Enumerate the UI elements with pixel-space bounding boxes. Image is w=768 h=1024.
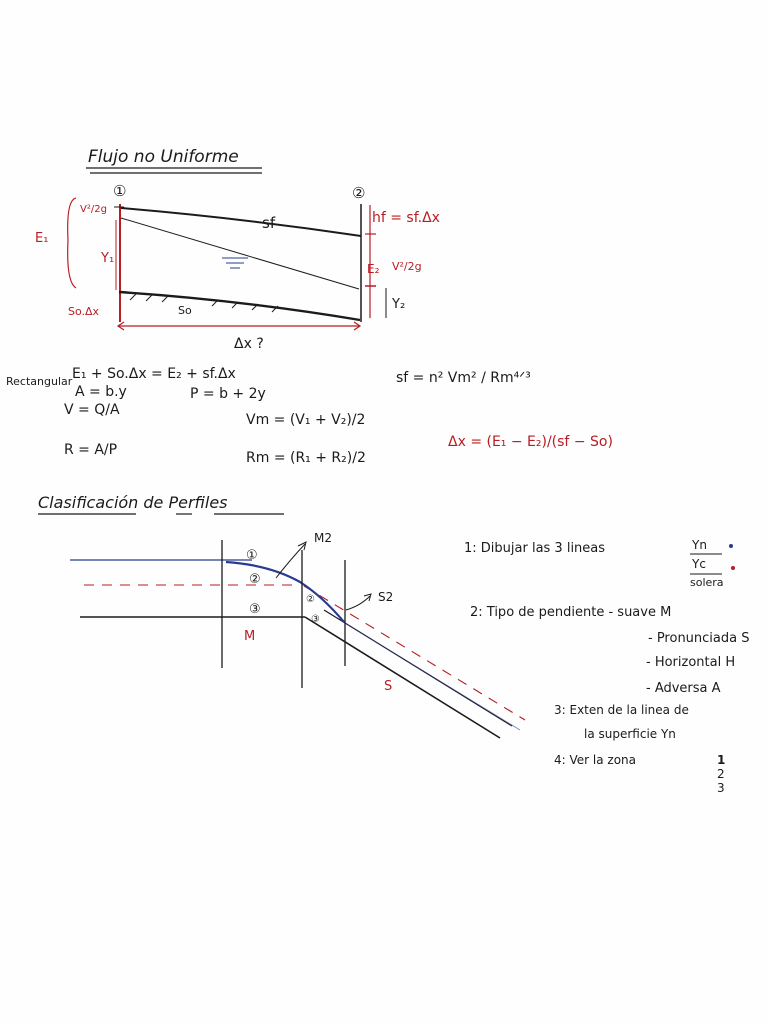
perimeter-equation: P = b + 2y [190,386,266,402]
label-dx: Δx ? [234,336,264,352]
equations-block: E₁ + So.Δx = E₂ + sf.Δx Rectangular A = … [6,366,613,466]
label-hf: hf = sf.Δx [372,210,440,226]
rectangular-label: Rectangular [6,375,73,388]
step-1-solera: solera [690,576,724,589]
label-sf: sf [262,214,276,232]
step-3-b: la superficie Yn [584,727,676,741]
step-2-b: - Pronunciada S [648,631,750,646]
step-2-d: - Adversa A [646,681,721,696]
step-2: 2: Tipo de pendiente - suave M [470,605,671,620]
steps-list: 1: Dibujar las 3 lineas Yn Yc solera 2: … [464,538,750,795]
step-4-1: 1 [717,753,725,767]
small-zone-2-marker: ② [306,594,315,605]
step-1-yn: Yn [691,538,707,552]
label-m2: M2 [314,531,332,545]
section-title: Clasificación de Perfiles [38,493,228,512]
dx-equation: Δx = (E₁ − E₂)/(sf − So) [448,434,613,450]
step-1: 1: Dibujar las 3 lineas [464,541,605,556]
step-2-c: - Horizontal H [646,655,735,670]
vm-equation: Vm = (V₁ + V₂)/2 [246,412,365,428]
step-1-yc: Yc [691,557,706,571]
label-v2-2g-right: V²/2g [392,260,422,273]
label-s: S [384,679,392,694]
label-s2: S2 [378,590,393,604]
step-3: 3: Exten de la linea de [554,703,689,717]
step-4: 4: Ver la zona [554,753,636,767]
rm-equation: Rm = (R₁ + R₂)/2 [246,450,366,466]
page-title: Flujo no Uniforme [88,147,239,167]
label-y2: Y₂ [391,297,405,312]
section-2-marker: ② [352,184,365,202]
radius-equation: R = A/P [64,442,117,458]
zone-1-marker: ① [246,548,258,563]
small-zone-3-marker: ③ [311,614,320,625]
label-m: M [244,629,255,644]
label-e1: E₁ [35,231,48,246]
section-1-marker: ① [113,182,126,200]
step-4-2: 2 [717,767,725,781]
profile-diagram: ① ② ③ ② ③ M2 S2 M S [70,531,526,739]
area-equation: A = b.y [75,384,127,400]
sf-equation: sf = n² Vm² / Rm⁴ᐟ³ [396,370,531,386]
label-v2-2g-left: V²/2g [80,204,107,215]
velocity-equation: V = Q/A [64,402,120,418]
energy-equation: E₁ + So.Δx = E₂ + sf.Δx [72,366,236,382]
label-y1: Y₁ [100,251,114,266]
step-4-3: 3 [717,781,725,795]
label-so-dx: So.Δx [68,305,100,318]
energy-diagram: ① ② V²/2g E₁ Y₁ So.Δx So sf hf = sf.Δx E… [35,182,440,352]
label-so: So [178,304,192,317]
label-e2: E₂ [367,262,380,276]
zone-3-marker: ③ [249,602,261,617]
zone-2-marker: ② [249,572,261,587]
